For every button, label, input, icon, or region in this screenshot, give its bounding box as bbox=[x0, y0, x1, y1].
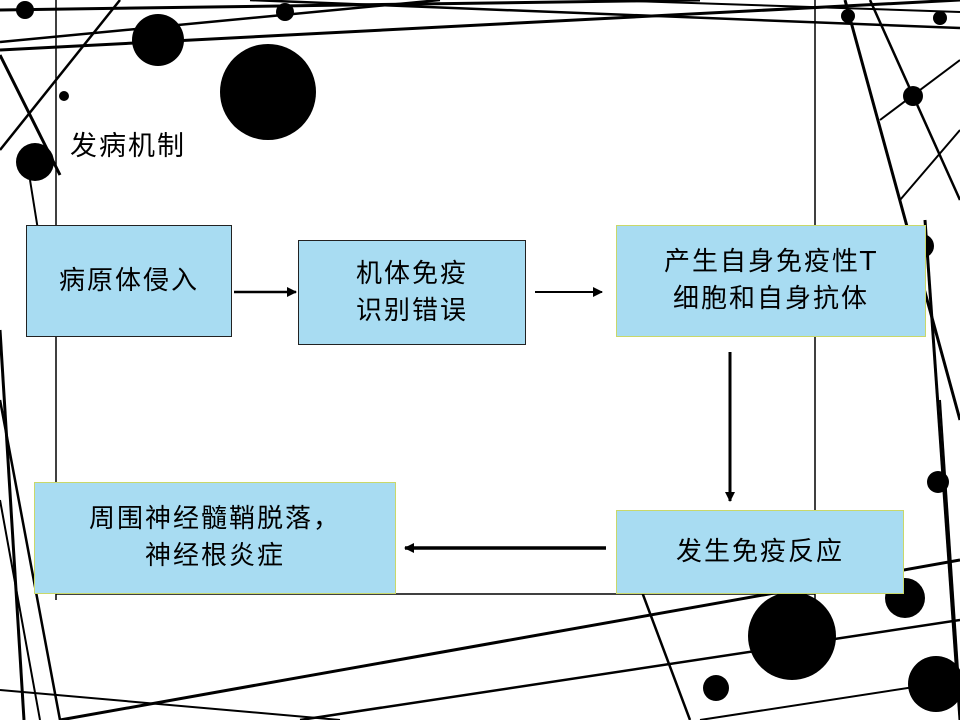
frame-line bbox=[0, 0, 121, 151]
decor-circle bbox=[703, 675, 729, 701]
decor-circle bbox=[748, 592, 836, 680]
decor-circle bbox=[927, 471, 949, 493]
decor-circle bbox=[841, 9, 855, 23]
decor-circle bbox=[276, 3, 294, 21]
box-autoimmune-production: 产生自身免疫性T 细胞和自身抗体 bbox=[616, 225, 926, 337]
frame-line bbox=[0, 0, 441, 44]
frame-line bbox=[939, 399, 960, 701]
frame-line bbox=[0, 689, 341, 720]
box-label: 发生免疫反应 bbox=[675, 536, 844, 567]
frame-line bbox=[899, 129, 960, 201]
decor-circle bbox=[903, 86, 923, 106]
box-pathogen-invasion: 病原体侵入 bbox=[26, 225, 232, 337]
frame-line bbox=[29, 179, 39, 231]
frame-line bbox=[599, 0, 960, 13]
decor-circle bbox=[16, 1, 34, 19]
frame-line bbox=[299, 618, 960, 720]
frame-line bbox=[249, 0, 960, 30]
decor-circle bbox=[933, 11, 947, 25]
box-immune-response: 发生免疫反应 bbox=[616, 510, 904, 594]
box-label: 病原体侵入 bbox=[58, 265, 199, 296]
box-label: 产生自身免疫性T bbox=[664, 247, 878, 278]
box-label: 神经根炎症 bbox=[144, 541, 285, 571]
box-demyelination: 周围神经髓鞘脱落， 神经根炎症 bbox=[34, 482, 396, 594]
box-label: 细胞和自身抗体 bbox=[672, 284, 869, 314]
box-immune-recognition-error: 机体免疫 识别错误 bbox=[298, 240, 526, 345]
page-title: 发病机制 bbox=[70, 131, 186, 162]
box-label: 机体免疫 bbox=[355, 258, 468, 289]
decor-circle bbox=[16, 143, 54, 181]
box-label: 周围神经髓鞘脱落， bbox=[88, 504, 341, 535]
frame-line bbox=[0, 499, 41, 720]
box-label: 识别错误 bbox=[355, 295, 468, 326]
frame-line bbox=[843, 0, 960, 421]
decor-circle bbox=[220, 44, 316, 140]
decor-circle bbox=[59, 91, 69, 101]
decor-circle bbox=[908, 656, 960, 712]
frame-line bbox=[923, 219, 960, 720]
frame-line bbox=[0, 399, 62, 720]
frame-line bbox=[0, 329, 26, 720]
decor-circle bbox=[132, 14, 184, 66]
